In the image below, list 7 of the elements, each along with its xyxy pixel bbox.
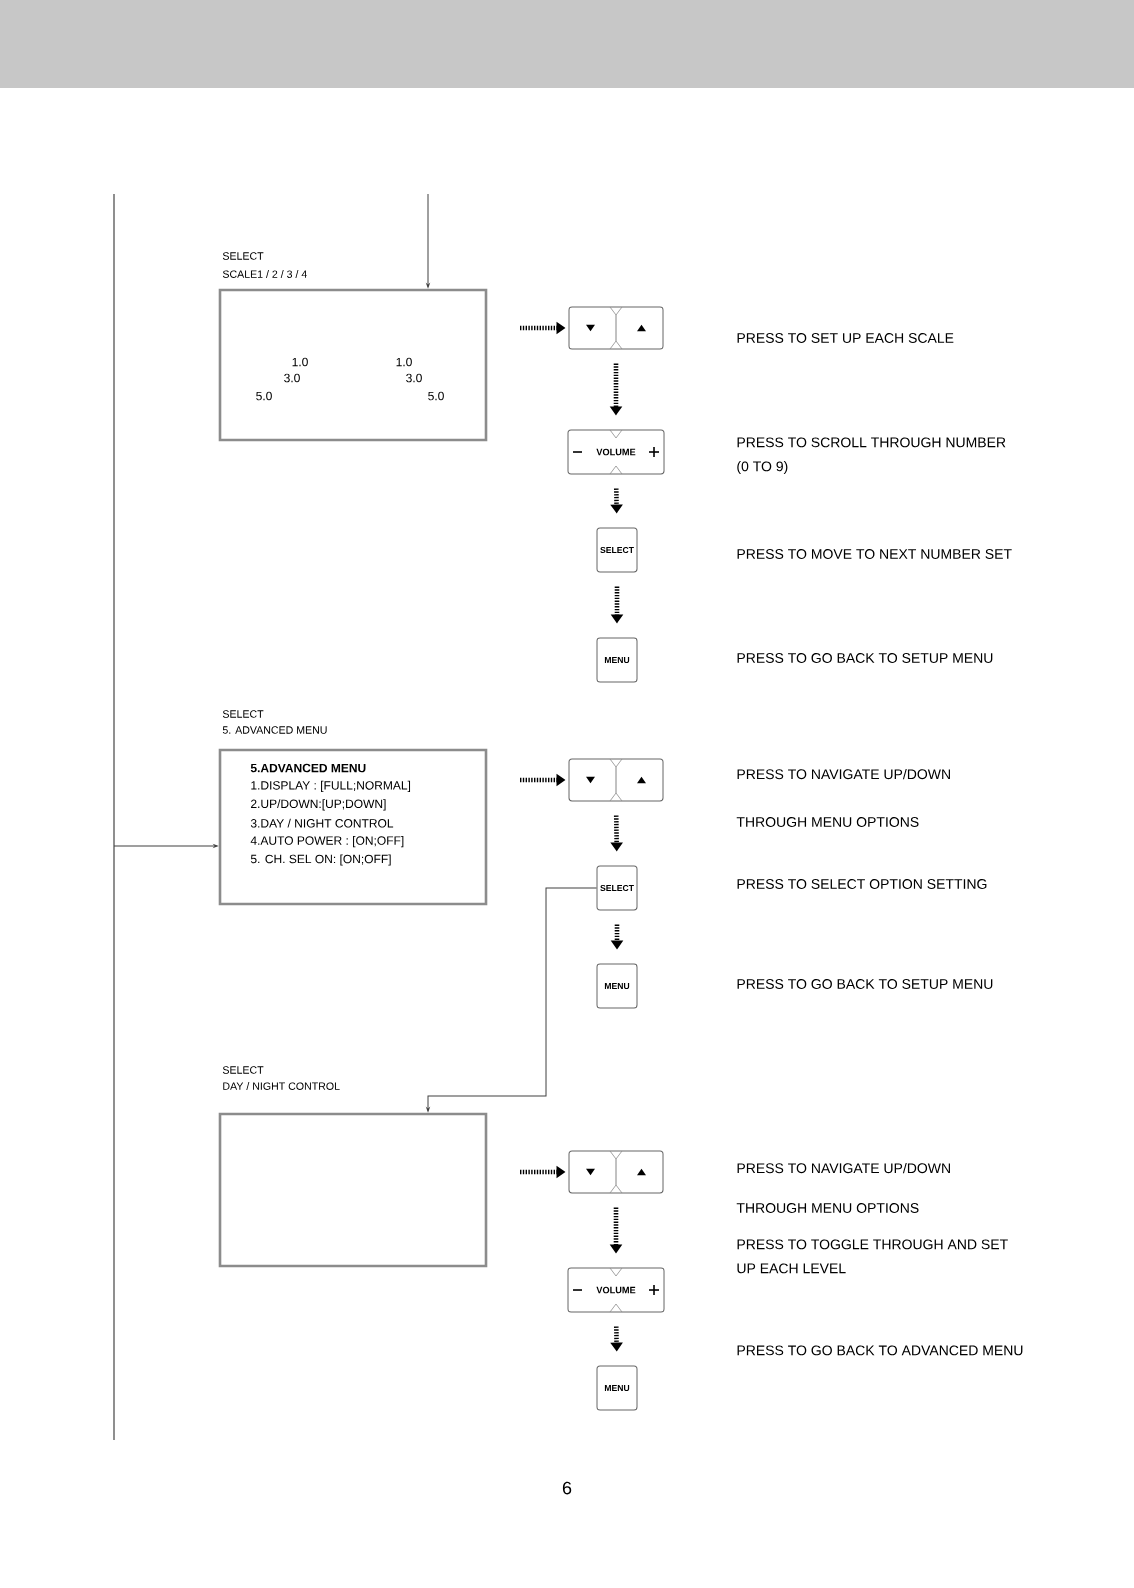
updown-button [568, 306, 664, 350]
updown-button [568, 758, 664, 802]
arrow [113, 844, 218, 848]
arrow [426, 887, 597, 1112]
page-number: 6 [562, 1481, 572, 1495]
arrow [426, 193, 430, 288]
updown-button [568, 1150, 664, 1194]
